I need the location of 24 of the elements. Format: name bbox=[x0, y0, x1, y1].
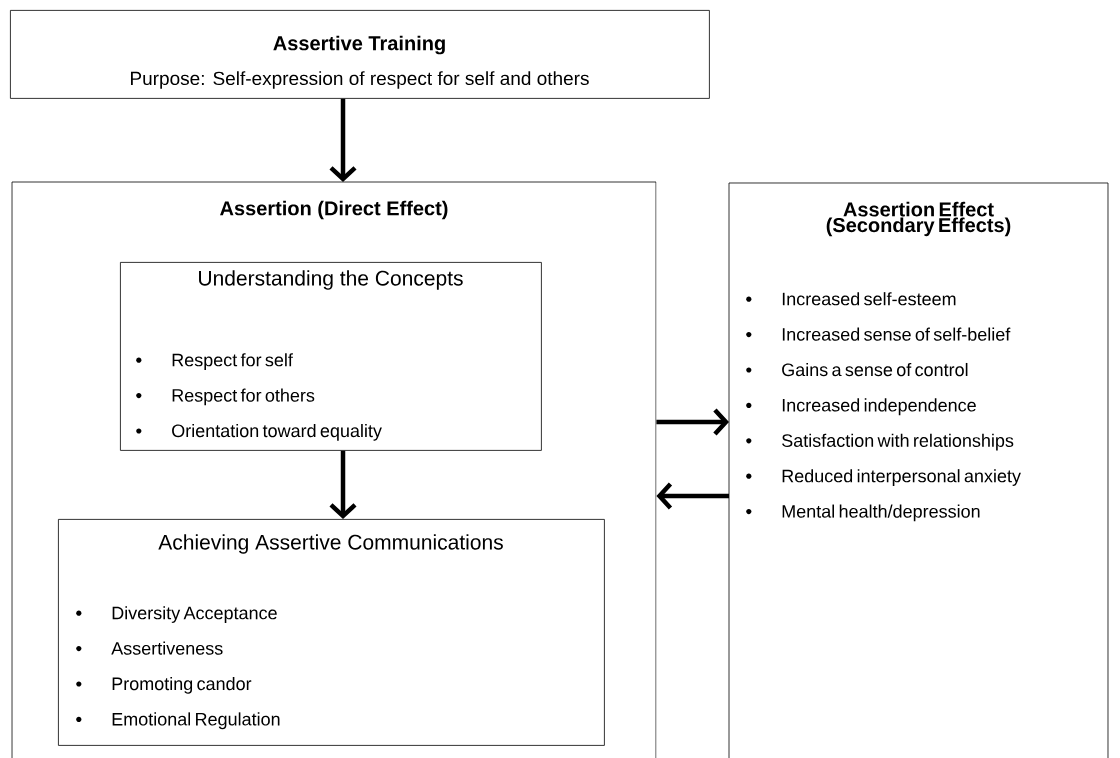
bullet-item: Increased self-esteem bbox=[746, 292, 956, 306]
bullet-item: Reduced interpersonal anxiety bbox=[746, 469, 1021, 486]
box-heading: Achieving Assertive Communications bbox=[158, 534, 503, 554]
arrow bbox=[656, 408, 729, 436]
bullet-item: Respect for others bbox=[136, 388, 315, 406]
box-heading: Understanding the Concepts bbox=[199, 270, 463, 290]
bullet-item: Mental health/depression bbox=[746, 504, 980, 522]
bullet-item: Respect for self bbox=[136, 353, 293, 370]
box-heading: Assertion (Direct Effect) bbox=[220, 200, 448, 220]
arrow bbox=[656, 482, 729, 510]
bullet-item: Promoting candor bbox=[76, 676, 252, 694]
bullet-item: Satisfaction with relationships bbox=[746, 433, 1014, 451]
bullet-item: Gains a sense of control bbox=[746, 362, 968, 377]
box-heading: Assertion Effect (Secondary Effects) bbox=[826, 201, 1011, 237]
bullet-item: Increased independence bbox=[746, 398, 976, 416]
bullet-item: Emotional Regulation bbox=[76, 712, 280, 730]
bullet-item: Orientation toward equality bbox=[136, 423, 382, 441]
arrow bbox=[329, 450, 357, 519]
box-heading: Assertive Training bbox=[273, 35, 445, 55]
box-text: Purpose: Self-expression of respect for self and others bbox=[131, 71, 589, 89]
bullet-item: Assertiveness bbox=[76, 641, 223, 655]
bullet-item: Diversity Acceptance bbox=[76, 606, 277, 623]
arrow bbox=[329, 98, 357, 182]
bullet-item: Increased sense of self-belief bbox=[746, 327, 1011, 341]
